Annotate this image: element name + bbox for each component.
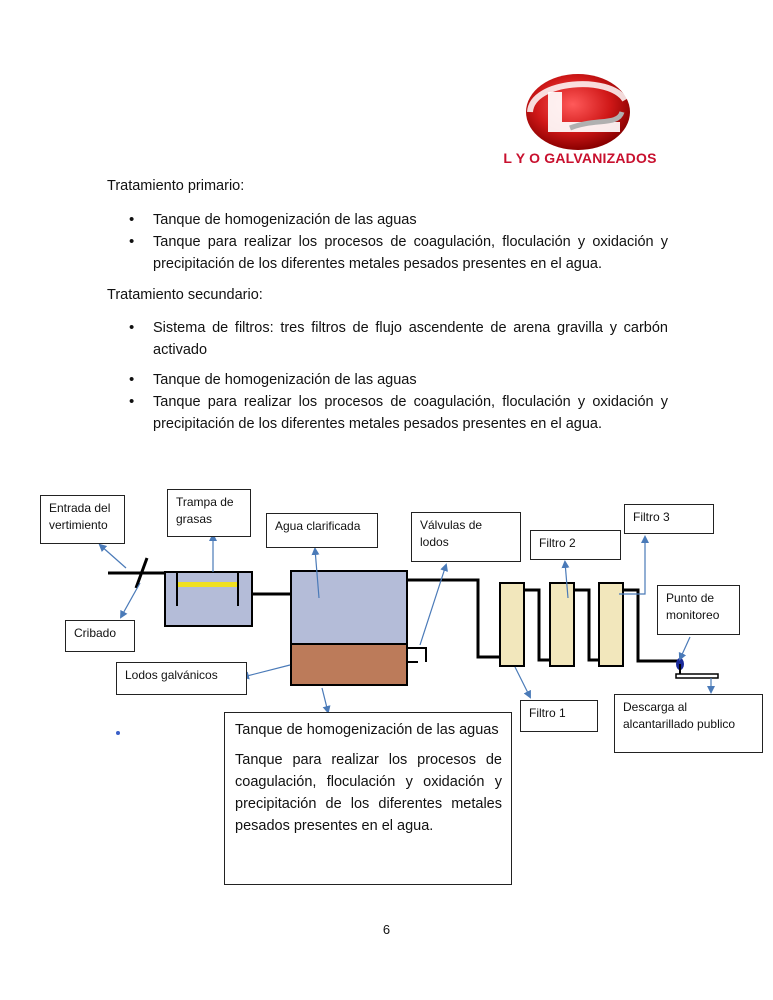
pipe [623,588,678,663]
heading-secondary-treatment: Tratamiento secundario: [107,287,263,303]
label-lodos-galvanicos: Lodos galvánicos [116,662,247,695]
label-valvulas-lodos: Válvulas de lodos [411,512,521,562]
label-entrada-vertimiento: Entrada del vertimiento [40,495,125,544]
list-item: Sistema de filtros: tres filtros de fluj… [128,317,668,361]
filter-2 [549,582,575,667]
company-logo-icon [526,74,630,150]
arrow [98,543,127,569]
arrow [419,563,448,646]
arrow [561,560,570,599]
label-punto-monitoreo: Punto de monitoreo [657,585,740,635]
sludge-layer [290,643,408,686]
callout-paragraph: Tanque para realizar los procesos de coa… [235,752,502,834]
page-number: 6 [382,922,391,937]
filter-3 [598,582,624,667]
sludge-valve-pipe [407,647,427,662]
filter-1 [499,582,525,667]
primary-treatment-list: Tanque de homogenización de las aguas Ta… [128,209,668,275]
screen-bar [134,557,149,589]
label-filtro-1: Filtro 1 [520,700,598,732]
arrow [514,666,531,699]
list-item: Tanque de homogenización de las aguas [128,209,668,231]
list-item: Tanque para realizar los procesos de coa… [128,391,668,435]
label-trampa-grasas: Trampa de grasas [167,489,251,537]
list-item: Tanque de homogenización de las aguas [128,369,668,391]
label-cribado: Cribado [65,620,135,652]
grease-layer [177,582,237,587]
label-filtro-3: Filtro 3 [624,504,714,534]
arrow [678,636,691,661]
list-item: Tanque para realizar los procesos de coa… [128,231,668,275]
secondary-treatment-list: Sistema de filtros: tres filtros de fluj… [128,317,668,435]
label-filtro-2: Filtro 2 [530,530,621,560]
pipe [407,578,500,659]
label-descarga-alcantarillado: Descarga al alcantarillado publico [614,694,763,753]
arrow [619,535,649,595]
arrow [241,664,291,680]
pipe [524,588,550,662]
arrow [311,547,320,599]
discharge-pipe [675,673,719,679]
arrow [120,582,141,619]
stray-bullet-dot [116,731,120,735]
callout-homogenization-tank: Tanque de homogenización de las aguas Ta… [224,712,512,885]
clarified-water-tank [290,570,408,645]
label-agua-clarificada: Agua clarificada [266,513,378,548]
callout-paragraph: Tanque de homogenización de las aguas [235,722,499,738]
logo-text: L Y O GALVANIZADOS [503,150,657,166]
heading-primary-treatment: Tratamiento primario: [107,178,245,194]
arrow [321,687,331,714]
pipe [574,588,599,662]
